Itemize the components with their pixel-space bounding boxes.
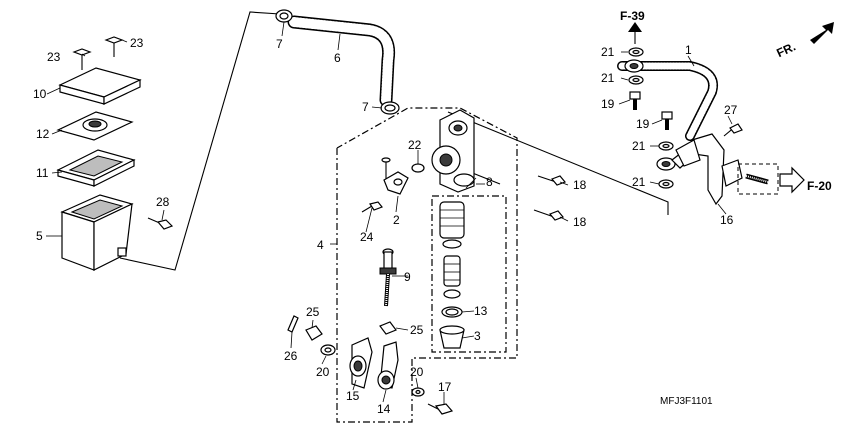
arrow-f20 [779,166,805,194]
bolt-stay [737,163,779,195]
callout-8: 8 [486,175,493,189]
washer-21-d [658,179,674,189]
piston-set-8 [439,201,465,299]
callout-21b: 21 [601,71,615,85]
assembly-outline-8 [431,195,507,353]
nut-25-right [379,321,397,335]
bolt-28 [147,217,174,230]
callout-20a: 20 [316,365,330,379]
front-arrow-icon [810,22,834,44]
callout-23a: 23 [47,50,61,64]
callout-21d: 21 [632,175,646,189]
brake-hose-1 [617,61,718,141]
reservoir-cap-10 [58,67,142,105]
bolt-18-lower [533,209,565,221]
callout-23b: 23 [130,36,144,50]
push-rod-9 [379,248,397,307]
cotter-pin-26 [287,315,299,333]
callout-15: 15 [346,389,360,403]
callout-2: 2 [393,213,400,227]
joint-15 [349,337,373,389]
bolt-18-upper [537,175,567,186]
set-plate-12 [56,111,134,141]
washer-20-left [320,344,336,356]
boot-3 [439,325,465,349]
callout-27: 27 [724,103,738,117]
callout-14: 14 [377,402,391,416]
callout-13: 13 [474,304,488,318]
ref-f20: F-20 [807,179,832,193]
washer-20-right [411,387,425,397]
bolt-19-a [629,91,641,110]
callout-9: 9 [404,270,411,284]
callout-19b: 19 [636,117,650,131]
callout-28: 28 [156,195,170,209]
hose-6 [287,15,396,107]
nut-25-left [305,325,323,341]
callout-16: 16 [720,213,734,227]
diagram-code: MFJ3F1101 [660,396,713,407]
callout-7a: 7 [276,37,283,51]
screw-24 [361,201,383,213]
washer-21-c [658,141,674,151]
hose-stay-16 [675,133,743,206]
callout-6: 6 [334,51,341,65]
callout-10: 10 [33,87,47,101]
callout-24: 24 [360,230,374,244]
diaphragm-11 [56,149,136,187]
joint-2 [381,157,409,195]
washer-21-b [628,75,644,85]
callout-17: 17 [438,380,452,394]
reservoir-cap-screws-23 [72,36,124,70]
callout-21a: 21 [601,45,615,59]
callout-26: 26 [284,349,298,363]
banjo-fitting [624,59,644,73]
arrow-f39 [628,22,642,44]
callout-3: 3 [474,329,481,343]
circlip-13 [441,306,463,318]
bolt-19-b [661,111,673,130]
o-ring-22 [411,163,425,173]
callout-21c: 21 [632,139,646,153]
callout-25b: 25 [410,323,424,337]
callout-12: 12 [36,127,50,141]
master-cylinder-body [431,109,475,193]
callout-11: 11 [36,166,49,180]
callout-1: 1 [685,43,692,57]
front-label: FR. [774,39,797,60]
callout-labels: 23 23 10 12 11 5 28 7 6 7 22 2 24 4 8 18… [33,9,832,416]
hose-clip-7-lower [380,101,400,115]
leader-lines [46,21,733,404]
hose-clip-7-upper [275,9,293,23]
callout-7b: 7 [362,100,369,114]
rod-end-14 [377,341,399,390]
bolt-17 [427,403,454,415]
callout-18a: 18 [573,178,587,192]
callout-20b: 20 [410,365,424,379]
ref-f39: F-39 [620,9,645,23]
callout-18b: 18 [573,215,587,229]
bolt-27 [723,123,743,137]
callout-4: 4 [317,238,324,252]
callout-22: 22 [408,138,422,152]
washer-21-a [628,47,644,57]
callout-5: 5 [36,229,43,243]
callout-25a: 25 [306,305,320,319]
callout-19a: 19 [601,97,615,111]
reservoir-tank-5 [60,194,134,271]
